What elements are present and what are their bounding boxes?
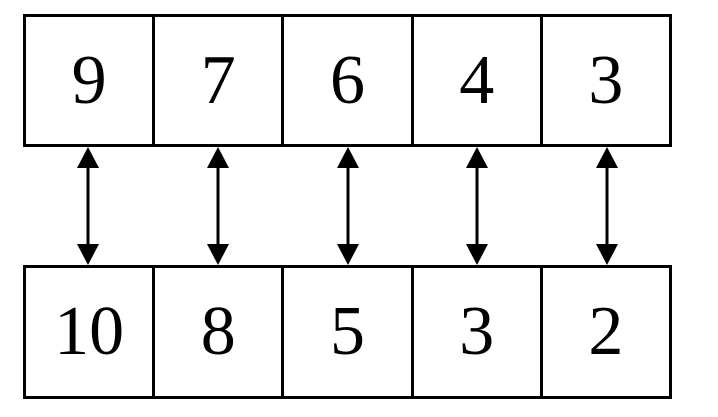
top-row-cell-2: 7 xyxy=(152,14,285,147)
bottom-row-cell-4: 3 xyxy=(410,265,543,399)
top-row-cell-4: 4 xyxy=(410,14,543,147)
top-row: 9 7 6 4 3 xyxy=(23,14,673,147)
bottom-row-cell-5: 2 xyxy=(539,265,673,399)
double-arrow-icon xyxy=(335,147,361,265)
double-arrow-icon xyxy=(594,147,620,265)
bottom-row-cell-1: 10 xyxy=(23,265,156,399)
bottom-row-cell-3: 5 xyxy=(281,265,414,399)
double-arrow-icon xyxy=(75,147,101,265)
top-row-cell-5: 3 xyxy=(539,14,673,147)
top-row-cell-1: 9 xyxy=(23,14,156,147)
double-arrow-icon xyxy=(205,147,231,265)
bottom-row: 10 8 5 3 2 xyxy=(23,265,673,399)
bottom-row-cell-2: 8 xyxy=(152,265,285,399)
top-row-cell-3: 6 xyxy=(281,14,414,147)
double-arrow-icon xyxy=(464,147,490,265)
